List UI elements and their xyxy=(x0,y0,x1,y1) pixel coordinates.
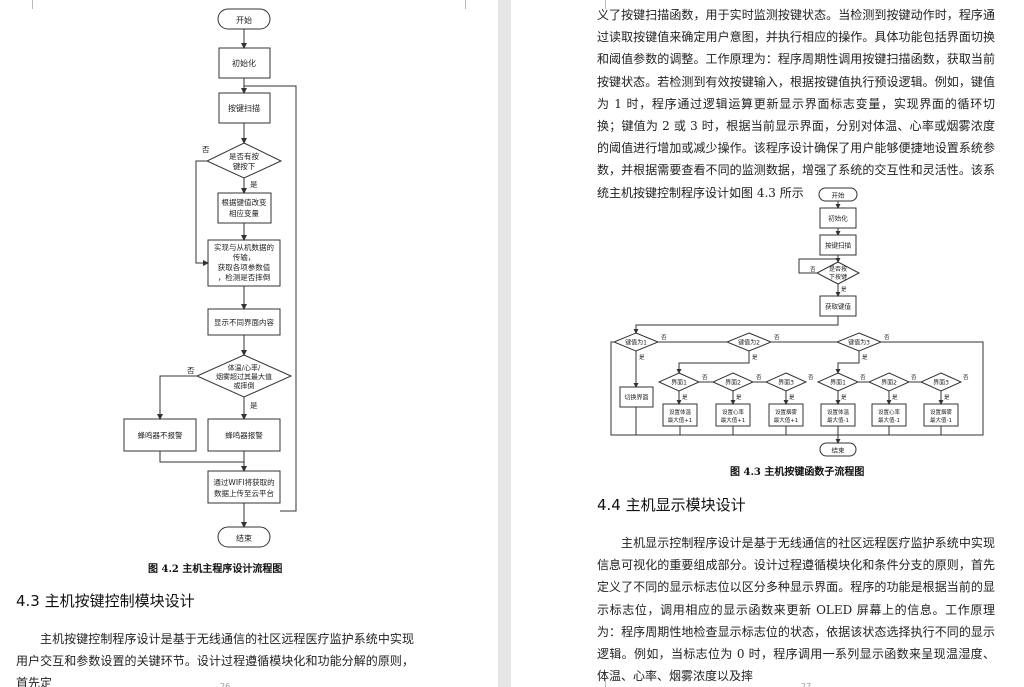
flow-yes-label: 是 xyxy=(736,394,742,401)
flow-set-label: 最大值+1 xyxy=(774,416,799,424)
flow-set-label: 最大值-1 xyxy=(827,416,849,424)
flow-buzz-on xyxy=(207,418,281,452)
flow-yes-label: 是 xyxy=(892,394,898,401)
flow-decision-alarm-label: 或摔倒 xyxy=(234,381,255,390)
flow-set-label: 设置烟雾 xyxy=(775,408,798,416)
flow-set-label: 最大值+1 xyxy=(721,416,746,424)
right-page: 义了按键扫描函数，用于实时监测按键状态。当检测到按键动作时，程序通过读取按键值来… xyxy=(511,0,1024,687)
left-page: 开始 初始化 按键扫描 是否有按 键按下 根据键值改变 相应变量 实现与从机数据… xyxy=(0,0,498,687)
flow-yes-label: 是 xyxy=(841,394,847,401)
key-function-flowchart: 开始 初始化 按键扫描 是否按 下按键 获取键值 键值为1 键值为2 键值为3 … xyxy=(610,187,984,457)
flow-if2-label: 界面2 xyxy=(881,380,897,387)
flow-no-label: 否 xyxy=(756,374,762,381)
flow-yes-label: 是 xyxy=(944,394,950,401)
flow-yes-label: 是 xyxy=(862,354,868,361)
flow-yes-label: 是 xyxy=(250,401,258,410)
flow-yes-label: 是 xyxy=(639,354,645,361)
flow-no-label: 否 xyxy=(187,366,195,375)
flow-kv3-label: 键值为3 xyxy=(848,339,870,347)
section-heading: 4.3 主机按键控制模块设计 xyxy=(16,592,195,610)
flow-no-label: 否 xyxy=(202,145,210,154)
flow-acquire-label: 实现与从机数据的 xyxy=(214,242,274,252)
flow-display-label: 显示不同界面内容 xyxy=(214,317,274,327)
body-paragraph: 主机显示控制程序设计是基于无线通信的社区远程医疗监护系统中实现信息可视化的重要组… xyxy=(597,536,995,684)
flow-switch-label: 切换界面 xyxy=(624,394,648,402)
flow-key-scan-label: 按键扫描 xyxy=(825,241,852,250)
flow-upload-label: 通过WIFI将获取的 xyxy=(213,477,274,487)
flow-init-label: 初始化 xyxy=(828,214,848,223)
flow-no-label: 否 xyxy=(963,374,969,381)
flow-start-label: 开始 xyxy=(832,191,846,200)
flow-set-label: 设置体温 xyxy=(827,408,850,416)
flow-if3-label: 界面3 xyxy=(778,380,794,387)
flow-branch-labels: 否 是 是 否 是 否 是 否 是 否 是 否 是 否 是 否 是 否 是 否 xyxy=(639,266,969,401)
flow-display xyxy=(207,308,281,336)
flow-decision-alarm-label: 烟雾超过其最大值 xyxy=(216,372,272,381)
page-number: 26 xyxy=(220,682,231,687)
flow-acquire-label: ，检测是否摔倒 xyxy=(218,272,271,282)
flow-no-label: 否 xyxy=(911,374,917,381)
crop-mark xyxy=(465,0,476,9)
flow-end-label: 结束 xyxy=(832,446,846,455)
flow-no-label: 否 xyxy=(774,334,780,341)
flow-kv1-label: 键值为1 xyxy=(625,339,647,347)
flow-yes-label: 是 xyxy=(250,180,258,189)
body-paragraph: 义了按键扫描函数，用于实时监测按键状态。当检测到按键动作时，程序通过读取按键值来… xyxy=(597,8,995,200)
flow-change-var-label: 相应变量 xyxy=(229,208,259,218)
flow-decision-key-label: 键按下 xyxy=(233,161,256,171)
flow-decision-key-label: 是否按 xyxy=(829,265,847,273)
flow-if2-label: 界面2 xyxy=(725,380,741,387)
flow-end-label: 结束 xyxy=(236,533,252,543)
flow-get-key-label: 获取键值 xyxy=(825,302,852,311)
flow-kv2-label: 键值为2 xyxy=(738,339,760,347)
flow-no-label: 否 xyxy=(860,374,866,381)
flow-upload xyxy=(207,470,281,504)
flow-key-scan-label: 按键扫描 xyxy=(228,103,260,113)
flow-set-label: 最大值-1 xyxy=(930,416,952,424)
flow-no-label: 否 xyxy=(661,334,667,341)
flow-if1-label: 界面1 xyxy=(830,380,846,387)
flow-change-var-label: 根据键值改变 xyxy=(222,197,267,207)
flow-no-label: 否 xyxy=(884,334,890,341)
flow-buzz-on-label: 蜂鸣器报警 xyxy=(225,430,263,440)
flow-acquire-label: 传输， xyxy=(233,252,256,262)
flow-start-label: 开始 xyxy=(236,15,252,25)
flow-decision-key-label: 下按键 xyxy=(829,273,847,281)
figure-caption: 图 4.3 主机按键函数子流程图 xyxy=(730,467,865,478)
flow-init-label: 初始化 xyxy=(232,58,256,68)
flow-if1-label: 界面1 xyxy=(671,380,687,387)
flow-connectors xyxy=(157,29,297,528)
flow-set-label: 最大值-1 xyxy=(878,416,900,424)
flow-set-label: 最大值+1 xyxy=(668,416,693,424)
flow-buzz-off-label: 蜂鸣器不报警 xyxy=(138,430,183,440)
figure-caption: 图 4.2 主机主程序设计流程图 xyxy=(148,564,283,575)
flow-set-label: 设置烟雾 xyxy=(930,408,953,416)
flow-if3-label: 界面3 xyxy=(933,380,949,387)
crop-mark xyxy=(22,0,33,9)
flow-no-label: 否 xyxy=(702,374,708,381)
flow-set-label: 设置体温 xyxy=(669,408,692,416)
flow-upload-label: 数据上传至云平台 xyxy=(214,488,274,498)
flow-init xyxy=(218,47,271,79)
flow-acquire-label: 获取各项参数值 xyxy=(218,262,271,272)
main-program-flowchart: 开始 初始化 按键扫描 是否有按 键按下 根据键值改变 相应变量 实现与从机数据… xyxy=(123,8,297,548)
flow-yes-label: 是 xyxy=(789,394,795,401)
flow-key-scan xyxy=(218,92,271,124)
flow-buzz-off xyxy=(123,418,197,452)
flow-set-label: 设置心率 xyxy=(878,408,901,416)
flow-yes-label: 是 xyxy=(682,394,688,401)
flow-yes-label: 是 xyxy=(752,354,758,361)
flow-decision-key-label: 是否有按 xyxy=(229,151,259,161)
flow-set-label: 设置心率 xyxy=(722,408,745,416)
crop-mark xyxy=(595,678,606,687)
crop-mark xyxy=(595,0,606,9)
flow-decision-alarm-label: 体温/心率/ xyxy=(228,363,261,372)
flow-yes-label: 是 xyxy=(841,286,847,293)
flow-no-label: 否 xyxy=(808,374,814,381)
flow-connectors xyxy=(610,201,984,444)
page-number: 27 xyxy=(801,682,812,687)
section-heading: 4.4 主机显示模块设计 xyxy=(597,496,746,514)
body-paragraph: 主机按键控制程序设计是基于无线通信的社区远程医疗监护系统中实现用户交互和参数设置… xyxy=(16,632,414,687)
flow-no-label: 否 xyxy=(810,266,816,273)
